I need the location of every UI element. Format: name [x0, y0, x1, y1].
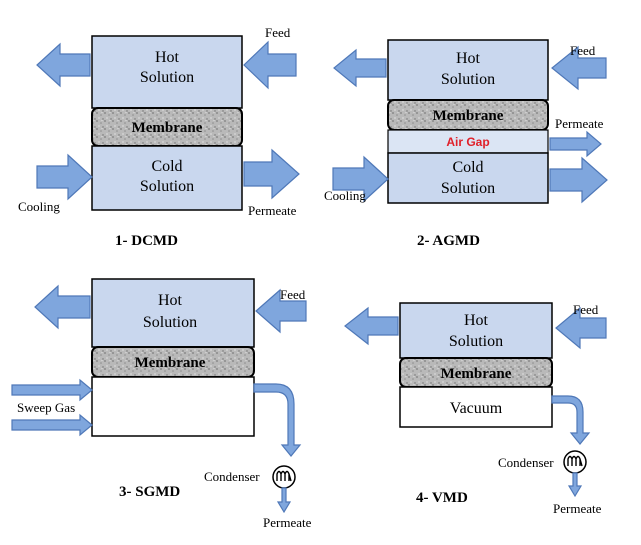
agmd-cooling-label: Cooling — [324, 188, 366, 203]
vmd-outflow-arrow — [344, 306, 399, 346]
sgmd-sweep-gas-label: Sweep Gas — [17, 400, 75, 415]
agmd-cold-label-2: Solution — [441, 180, 495, 197]
agmd-hot-label-2: Solution — [441, 71, 495, 88]
sgmd-sweep-in-arrow-bottom — [11, 413, 93, 437]
sgmd-hot-label-2: Solution — [143, 314, 197, 331]
vmd-caption: 4- VMD — [416, 490, 468, 506]
dcmd-cooling-arrow — [36, 153, 93, 201]
dcmd-cold-chamber — [91, 145, 243, 211]
sgmd-outlet-pipe — [253, 383, 302, 457]
sgmd-hot-chamber — [91, 278, 255, 348]
agmd-caption: 2- AGMD — [417, 233, 480, 249]
agmd-cold-chamber — [387, 152, 549, 204]
dcmd-feed-label: Feed — [265, 25, 291, 40]
vmd-feed-label: Feed — [573, 302, 599, 317]
agmd-permeate-arrow — [549, 130, 602, 158]
sgmd-permeate-label: Permeate — [263, 515, 312, 530]
agmd-hot-chamber — [387, 39, 549, 101]
sgmd-hot-label-1: Hot — [158, 292, 183, 309]
vmd-outlet-pipe — [551, 395, 591, 445]
sgmd-sweep-chamber — [91, 376, 255, 437]
agmd-cold-label-1: Cold — [452, 159, 483, 176]
dcmd-caption: 1- DCMD — [115, 233, 178, 249]
dcmd-cold-label-1: Cold — [151, 158, 182, 175]
dcmd-cold-label-2: Solution — [140, 178, 194, 195]
vmd-vacuum-label: Vacuum — [450, 400, 503, 417]
dcmd-hot-label-2: Solution — [140, 69, 194, 86]
agmd-outflow-arrow — [333, 48, 387, 88]
sgmd-feed-arrow — [255, 288, 307, 334]
agmd-air-gap-label: Air Gap — [446, 135, 489, 149]
dcmd-outflow-arrow — [36, 42, 91, 88]
agmd-membrane-label: Membrane — [433, 108, 504, 124]
sgmd-permeate-arrow — [276, 487, 292, 514]
sgmd-panel: Hot Solution Membrane Feed Sweep Gas Con… — [11, 278, 312, 530]
sgmd-condenser-coil-icon — [276, 470, 292, 482]
vmd-hot-label-2: Solution — [449, 333, 503, 350]
sgmd-membrane-label: Membrane — [135, 355, 206, 371]
vmd-panel: Hot Solution Membrane Vacuum Feed Conden… — [344, 302, 607, 516]
agmd-permeate-label: Permeate — [555, 116, 604, 131]
vmd-membrane-label: Membrane — [441, 366, 512, 382]
dcmd-hot-label-1: Hot — [155, 49, 180, 66]
sgmd-condenser-label: Condenser — [204, 469, 260, 484]
vmd-permeate-arrow — [567, 472, 583, 498]
vmd-vacuum-chamber — [399, 386, 553, 428]
dcmd-hot-chamber — [91, 35, 243, 109]
sgmd-caption: 3- SGMD — [119, 484, 180, 500]
agmd-feed-label: Feed — [570, 43, 596, 58]
agmd-cooling-arrow — [332, 155, 389, 203]
dcmd-feed-arrow — [243, 40, 297, 90]
dcmd-permeate-arrow — [243, 148, 300, 200]
vmd-condenser-coil-icon — [567, 455, 583, 467]
sgmd-outflow-arrow — [34, 284, 91, 330]
vmd-hot-chamber — [399, 302, 553, 359]
dcmd-cooling-label: Cooling — [18, 199, 60, 214]
agmd-panel: Hot Solution Membrane Air Gap Cold Solut… — [324, 39, 608, 249]
vmd-permeate-label: Permeate — [553, 501, 602, 516]
dcmd-panel: Hot Solution Membrane Cold Solution Feed… — [18, 25, 300, 249]
sgmd-sweep-in-arrow-top — [11, 378, 93, 402]
dcmd-membrane-label: Membrane — [132, 120, 203, 136]
vmd-hot-label-1: Hot — [464, 312, 489, 329]
vmd-condenser-label: Condenser — [498, 455, 554, 470]
sgmd-feed-label: Feed — [280, 287, 306, 302]
agmd-feed-arrow — [551, 45, 607, 91]
dcmd-permeate-label: Permeate — [248, 203, 297, 218]
vmd-feed-arrow — [555, 306, 607, 350]
agmd-hot-label-1: Hot — [456, 50, 481, 67]
agmd-coolant-out-arrow — [549, 156, 608, 204]
